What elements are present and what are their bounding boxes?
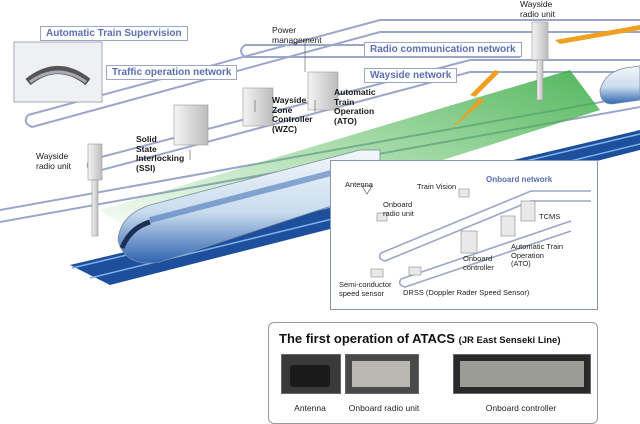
train-vision-label: Train Vision	[417, 182, 457, 191]
first-operation-title: The first operation of ATACS (JR East Se…	[279, 331, 561, 346]
wayside-network-label: Wayside network	[364, 68, 458, 83]
onboard-radio-photo	[345, 354, 419, 394]
radio-network-label: Radio communication network	[364, 42, 522, 57]
drss-label: DRSS (Doppler Rader Speed Sensor)	[403, 288, 530, 297]
onboard-controller-photo	[453, 354, 591, 394]
onboard-radio-label: Onboard radio unit	[383, 200, 414, 218]
traffic-network-label: Traffic operation network	[106, 65, 238, 80]
semiconductor-sensor-label: Semi-conductor speed sensor	[339, 280, 392, 298]
first-operation-title-main: The first operation of ATACS	[279, 331, 455, 346]
onboard-network-label: Onboard network	[483, 175, 556, 184]
ats-control-room-icon	[13, 41, 103, 103]
antenna-photo	[281, 354, 341, 394]
onboard-controller-caption: Onboard controller	[485, 403, 557, 413]
ssi-label: Solid State Interlocking (SSI)	[136, 134, 185, 173]
tcms-label: TCMS	[539, 212, 561, 221]
wayside-radio-top-label: Wayside radio unit	[520, 0, 555, 19]
wayside-radio-left-label: Wayside radio unit	[36, 151, 71, 171]
ato-wayside-label: Automatic Train Operation (ATO)	[334, 87, 376, 126]
antenna-caption: Antenna	[294, 403, 326, 413]
radio-bolt-icon	[450, 25, 640, 130]
first-operation-subtitle: (JR East Senseki Line)	[458, 335, 561, 346]
onboard-antenna-label: Antenna	[345, 180, 373, 189]
train-icon-far	[599, 65, 640, 105]
onboard-network-panel: Onboard network Antenna Train Vision Onb…	[330, 160, 598, 310]
wzc-label: Wayside Zone Controller (WZC)	[272, 95, 313, 134]
onboard-controller-label: Onboard controller	[463, 254, 494, 272]
onboard-network-lines	[361, 185, 591, 288]
power-management-label: Power management	[272, 25, 322, 45]
onboard-radio-caption: Onboard radio unit	[348, 403, 420, 413]
ats-label: Automatic Train Supervision	[40, 26, 188, 41]
onboard-ato-label: Automatic Train Operation (ATO)	[511, 242, 564, 268]
wayside-radio-icon	[87, 21, 549, 237]
equipment-cabinet-icon	[173, 71, 339, 146]
first-operation-panel: The first operation of ATACS (JR East Se…	[268, 322, 598, 424]
